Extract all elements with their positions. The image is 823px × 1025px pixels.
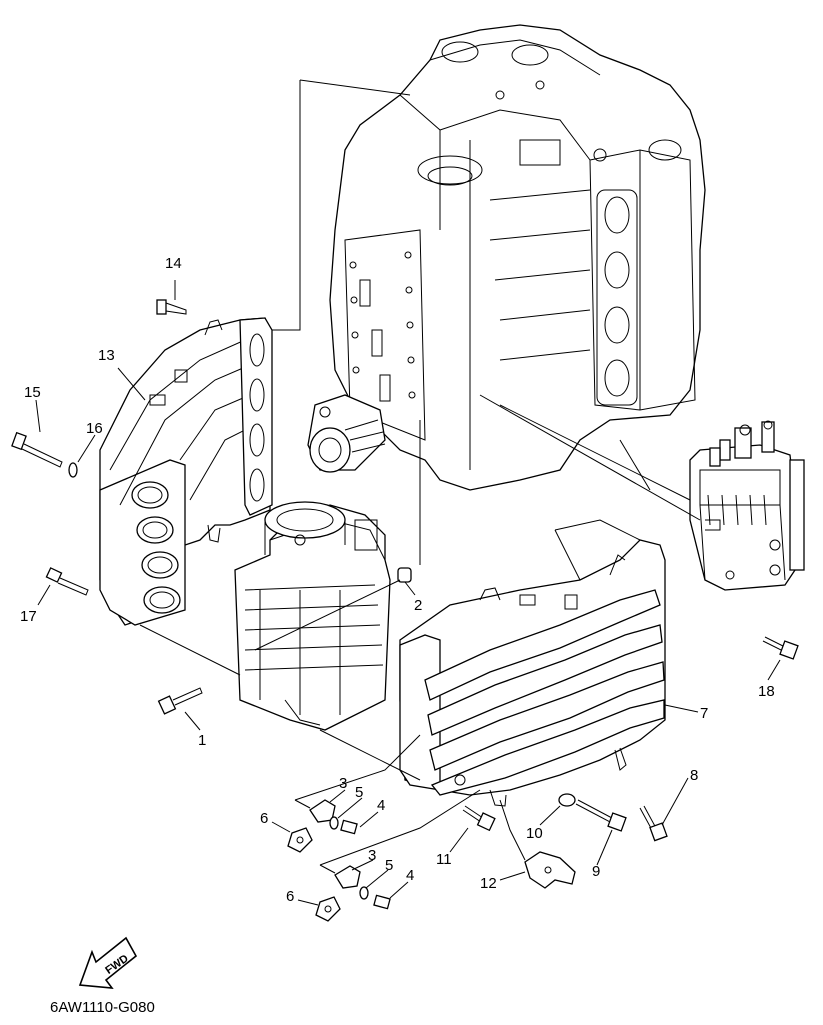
hardware [11, 299, 799, 922]
fwd-arrow-label: FWD [103, 953, 130, 977]
bolt-17 [45, 567, 89, 596]
bolt-8 [639, 805, 668, 842]
clip-assembly-lower [315, 865, 391, 922]
bolt-14 [156, 299, 187, 315]
diagram-code: 6AW1110-G080 [50, 999, 155, 1016]
callout-4-lower: 4 [406, 867, 414, 884]
callout-16: 16 [86, 420, 103, 437]
callout-17: 17 [20, 608, 37, 625]
washer-10 [558, 793, 576, 807]
fwd-arrow: FWD [78, 936, 138, 989]
callout-7: 7 [700, 705, 708, 722]
callout-2: 2 [414, 597, 422, 614]
callout-labels: 1 2 3 3 4 4 5 5 6 6 7 8 9 10 11 12 13 14… [20, 255, 775, 905]
dowel-2 [397, 567, 412, 583]
callout-1: 1 [198, 732, 206, 749]
bolt-1 [157, 687, 203, 715]
callout-13: 13 [98, 347, 115, 364]
engine-block [307, 24, 706, 491]
callout-18: 18 [758, 683, 775, 700]
callout-9: 9 [592, 863, 600, 880]
bolt-11 [462, 805, 496, 832]
callout-12: 12 [480, 875, 497, 892]
callout-14: 14 [165, 255, 182, 272]
fuel-rail-assembly [689, 420, 805, 591]
clip-assembly-upper [287, 799, 358, 853]
bolt-9 [575, 799, 627, 832]
callout-6-lower: 6 [286, 888, 294, 905]
callout-5-lower: 5 [385, 857, 393, 874]
bolt-15 [11, 431, 63, 468]
callout-15: 15 [24, 384, 41, 401]
callout-11: 11 [436, 851, 452, 868]
assembly-lines [35, 79, 781, 906]
callout-6-upper: 6 [260, 810, 268, 827]
callout-10: 10 [526, 825, 543, 842]
callout-3-upper: 3 [339, 775, 347, 792]
throttle-body-plenum [234, 501, 391, 731]
callout-5-upper: 5 [355, 784, 363, 801]
intake-manifold-left [99, 317, 273, 626]
bolt-18 [762, 636, 799, 660]
intake-manifold-right [399, 539, 666, 807]
bracket-12 [524, 851, 576, 889]
washer-16 [68, 462, 78, 478]
callout-3-lower: 3 [368, 847, 376, 864]
callout-8: 8 [690, 767, 698, 784]
callout-4-upper: 4 [377, 797, 385, 814]
